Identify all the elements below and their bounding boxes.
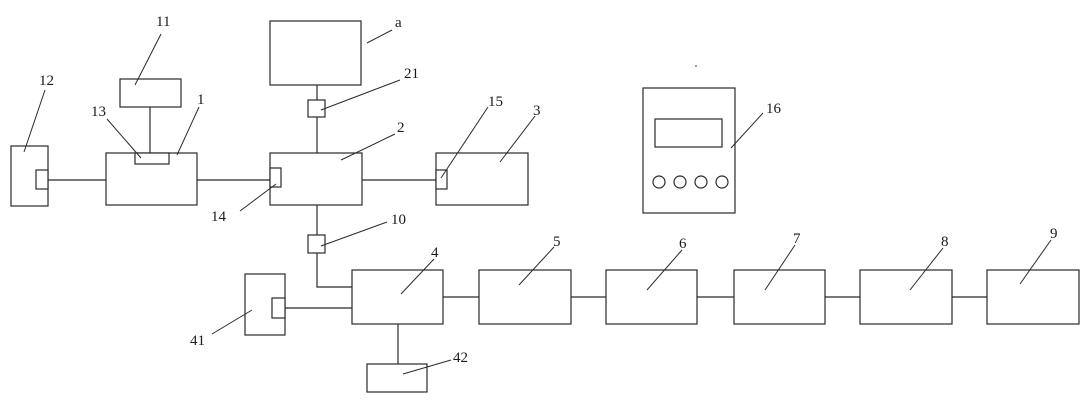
block-6	[605, 269, 698, 325]
leader-4	[400, 258, 435, 295]
block-10	[307, 234, 326, 254]
label-5: 5	[553, 234, 561, 250]
leader-10	[320, 221, 388, 247]
connection-wires	[48, 85, 987, 364]
block-14	[269, 167, 282, 188]
device-16-knob-4	[715, 175, 729, 189]
leader-3	[499, 115, 536, 163]
block-13	[134, 152, 170, 165]
leader-1	[176, 106, 200, 156]
block-4	[351, 269, 444, 325]
port-12	[35, 169, 49, 190]
leader-41	[211, 309, 253, 335]
label-12: 12	[39, 73, 54, 89]
block-9	[986, 269, 1080, 325]
label-7: 7	[793, 231, 801, 247]
block-7	[733, 269, 826, 325]
leader-5	[518, 246, 555, 286]
label-41: 41	[190, 333, 205, 349]
block-3	[435, 152, 529, 206]
leader-8	[909, 247, 944, 291]
block-a	[269, 20, 362, 86]
stray-dot	[695, 65, 697, 67]
label-14: 14	[211, 209, 227, 225]
label-a: a	[395, 15, 402, 31]
leader-2	[340, 133, 396, 161]
label-16: 16	[766, 101, 782, 117]
label-10: 10	[391, 212, 406, 228]
block-8	[859, 269, 953, 325]
block-15	[435, 169, 448, 190]
device-16-knob-2	[673, 175, 687, 189]
device-16-knob-1	[652, 175, 666, 189]
device-16	[642, 87, 736, 214]
label-21: 21	[404, 66, 419, 82]
blocks	[10, 20, 1080, 393]
block-42	[366, 363, 428, 393]
label-13: 13	[91, 104, 106, 120]
label-11: 11	[156, 14, 170, 30]
port-41	[271, 297, 286, 319]
label-8: 8	[941, 234, 949, 250]
label-6: 6	[679, 236, 687, 252]
label-3: 3	[533, 103, 541, 119]
label-15: 15	[488, 94, 503, 110]
wire-10-to-4	[316, 253, 352, 288]
leader-11	[134, 33, 162, 86]
leader-6	[646, 249, 683, 291]
block-21	[307, 99, 326, 118]
leader-13	[106, 118, 142, 159]
leader-7	[764, 244, 796, 291]
label-1: 1	[197, 92, 205, 108]
leader-42	[402, 359, 452, 375]
reference-labels: 12 11 13 1 a 21 2 14 15 3 16 10 4 5 6 7 …	[39, 14, 1058, 366]
leader-lines	[23, 29, 1052, 375]
leader-21	[320, 79, 401, 111]
leader-a	[366, 29, 393, 44]
block-2	[269, 152, 363, 206]
device-16-knob-3	[694, 175, 708, 189]
label-4: 4	[431, 245, 439, 261]
label-9: 9	[1050, 226, 1058, 242]
label-2: 2	[397, 120, 405, 136]
leader-15	[440, 106, 489, 179]
block-11	[119, 78, 182, 108]
leader-16	[730, 112, 764, 149]
leader-12	[23, 89, 46, 153]
device-16-screen	[654, 118, 723, 148]
leader-14	[239, 183, 277, 212]
label-42: 42	[453, 350, 468, 366]
leader-9	[1019, 239, 1052, 285]
